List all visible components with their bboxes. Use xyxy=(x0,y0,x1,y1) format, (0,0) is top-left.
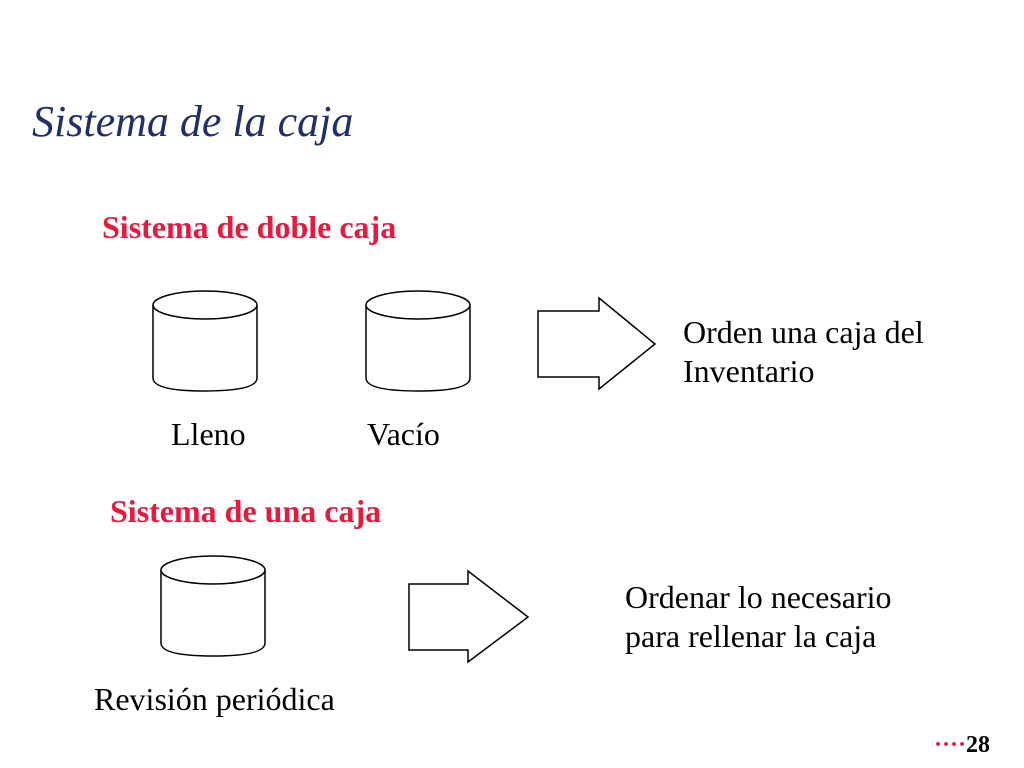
double-bin-result-line: Orden una caja del xyxy=(683,314,924,350)
double-bin-heading: Sistema de doble caja xyxy=(102,209,397,245)
single-bin-label: Revisión periódica xyxy=(94,681,335,717)
page-number-dots: ···· xyxy=(933,732,966,758)
double-bin-arrow xyxy=(537,296,657,391)
double-bin-result: Orden una caja del Inventario xyxy=(683,313,924,391)
slide-title: Sistema de la caja xyxy=(32,97,354,146)
empty-bin-cylinder xyxy=(365,290,471,392)
single-bin-cylinder xyxy=(160,555,266,657)
full-bin-label: Lleno xyxy=(171,416,246,452)
single-bin-result: Ordenar lo necesario para rellenar la ca… xyxy=(625,578,892,656)
single-bin-result-line: Ordenar lo necesario xyxy=(625,579,892,615)
single-bin-arrow xyxy=(408,569,530,664)
page-number-value: 28 xyxy=(966,732,990,758)
double-bin-result-line: Inventario xyxy=(683,353,815,390)
single-bin-heading: Sistema de una caja xyxy=(110,493,382,529)
single-bin-result-line: para rellenar la caja xyxy=(625,618,877,655)
full-bin-cylinder xyxy=(152,290,258,392)
page-number: ····28 xyxy=(934,732,990,758)
empty-bin-label: Vacío xyxy=(367,416,440,452)
